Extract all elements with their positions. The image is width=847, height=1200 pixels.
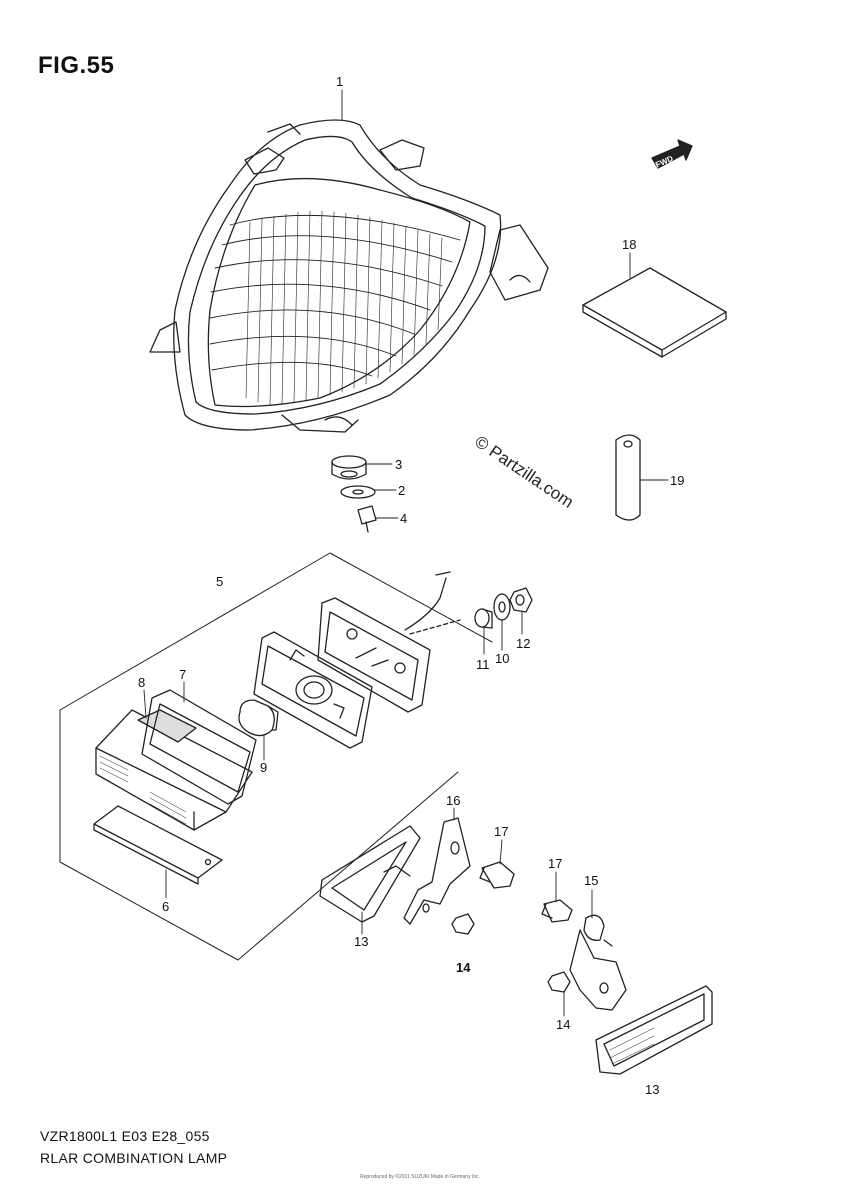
model-code: VZR1800L1 E03 E28_055 [40,1128,210,1144]
callout-13-left: 13 [354,934,368,949]
callout-labels: 1 2 3 4 5 6 7 8 9 10 11 12 13 13 14 14 1… [138,74,684,1097]
bolt-part-17-left [479,861,515,889]
callout-4: 4 [400,511,407,526]
callout-12: 12 [516,636,530,651]
bulb-part-9 [238,699,279,737]
callout-18: 18 [622,237,636,252]
lens-plate-part-6 [93,805,223,885]
leader-lines [143,89,669,1017]
callout-13-right: 13 [645,1082,659,1097]
fwd-arrow-icon [651,139,693,169]
bracket-right [569,929,627,1011]
spacer-part-11 [474,608,493,629]
nut-part-12 [509,587,533,613]
assembly-box-part-5 [59,552,493,961]
strap-part-19 [615,434,641,521]
bracket-part-16 [403,817,471,925]
callout-6: 6 [162,899,169,914]
nut-part-14-right [547,971,571,993]
callout-5: 5 [216,574,223,589]
lens-part-8 [95,709,253,831]
socket-housing [253,631,389,749]
callout-2: 2 [398,483,405,498]
nut-part-14-left [451,913,475,935]
callout-15: 15 [584,873,598,888]
washer-part-2 [340,485,376,499]
washer-part-10 [493,593,511,621]
screw-part-4 [357,505,377,533]
tail-lamp-housing [149,119,549,433]
callout-9: 9 [260,760,267,775]
reflector-part-13-left [319,825,421,923]
callout-10: 10 [495,651,509,666]
callout-14-right: 14 [556,1017,570,1032]
callout-7: 7 [179,667,186,682]
gasket-part-7 [141,689,257,805]
bolt-part-17-right [541,899,573,923]
diagram-name: RLAR COMBINATION LAMP [40,1150,228,1166]
reflector-part-13-right [595,985,713,1075]
copyright-notice: Reproduced by ©2011 SUZUKI Made in Germa… [360,1174,481,1180]
lamp-base-plate [317,571,461,713]
callout-3: 3 [395,457,402,472]
washer-part-15 [583,914,613,947]
callout-11: 11 [476,657,490,672]
callout-17-left: 17 [494,824,508,839]
callout-16: 16 [446,793,460,808]
pad-part-18 [582,267,727,358]
figure-title: FIG.55 [38,52,115,79]
callout-8: 8 [138,675,145,690]
grommet-part-3 [331,455,367,480]
callout-14-bold: 14 [456,960,471,975]
callout-1: 1 [336,74,343,89]
callout-19: 19 [670,473,684,488]
callout-17-right: 17 [548,856,562,871]
